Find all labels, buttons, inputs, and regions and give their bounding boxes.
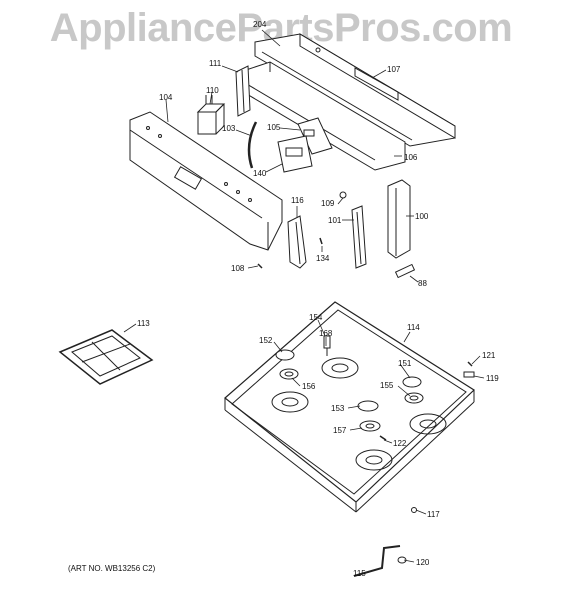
- label-103: 103: [222, 124, 236, 133]
- label-151: 151: [398, 359, 412, 368]
- label-155: 155: [380, 381, 394, 390]
- label-114: 114: [407, 323, 420, 332]
- label-120: 120: [416, 558, 430, 567]
- label-101: 101: [328, 216, 342, 225]
- leader-lines: [123, 29, 485, 575]
- label-106: 106: [404, 153, 418, 162]
- label-104: 104: [159, 93, 173, 102]
- rod-103: [247, 121, 258, 169]
- label-157: 157: [333, 426, 347, 435]
- side-trim-100: [387, 179, 411, 259]
- label-108: 108: [231, 264, 245, 273]
- label-109: 109: [321, 199, 335, 208]
- backsplash-panel: [254, 33, 456, 147]
- label-119: 119: [486, 374, 499, 383]
- label-154: 154: [309, 313, 323, 322]
- label-122: 122: [393, 439, 407, 448]
- clip-119: [463, 371, 475, 378]
- screw-121: [467, 361, 473, 367]
- part-labels: 204 107 111 110 104 105 103 106 140 109 …: [137, 20, 499, 578]
- label-111: 111: [209, 59, 222, 68]
- burner-grate-113: [58, 329, 154, 385]
- burner-parts: [275, 335, 424, 441]
- label-107: 107: [387, 65, 401, 74]
- screw-134: [319, 237, 323, 245]
- label-116: 116: [291, 196, 304, 205]
- label-153: 153: [331, 404, 345, 413]
- control-panel-104: [129, 111, 283, 251]
- bracket-116: [287, 215, 307, 269]
- label-134: 134: [316, 254, 330, 263]
- overlay-140: [277, 135, 313, 173]
- label-168: 168: [319, 329, 333, 338]
- bracket-101: [351, 205, 367, 269]
- label-110: 110: [206, 86, 219, 95]
- label-117: 117: [427, 510, 440, 519]
- label-121: 121: [482, 351, 496, 360]
- label-152: 152: [259, 336, 273, 345]
- screw-108: [257, 263, 263, 269]
- screw-109: [339, 191, 347, 199]
- side-bracket-111: [235, 65, 251, 117]
- screw-117: [411, 507, 417, 513]
- label-156: 156: [302, 382, 316, 391]
- label-115: 115: [353, 569, 366, 578]
- label-88: 88: [418, 279, 427, 288]
- label-140: 140: [253, 169, 267, 178]
- label-105: 105: [267, 123, 281, 132]
- part-88: [394, 263, 416, 279]
- art-number: (ART NO. WB13256 C2): [68, 564, 156, 573]
- label-113: 113: [137, 319, 150, 328]
- label-100: 100: [415, 212, 429, 221]
- cooktop-114: [224, 301, 475, 513]
- ignition-switch-110: [196, 95, 226, 135]
- label-204: 204: [253, 20, 267, 29]
